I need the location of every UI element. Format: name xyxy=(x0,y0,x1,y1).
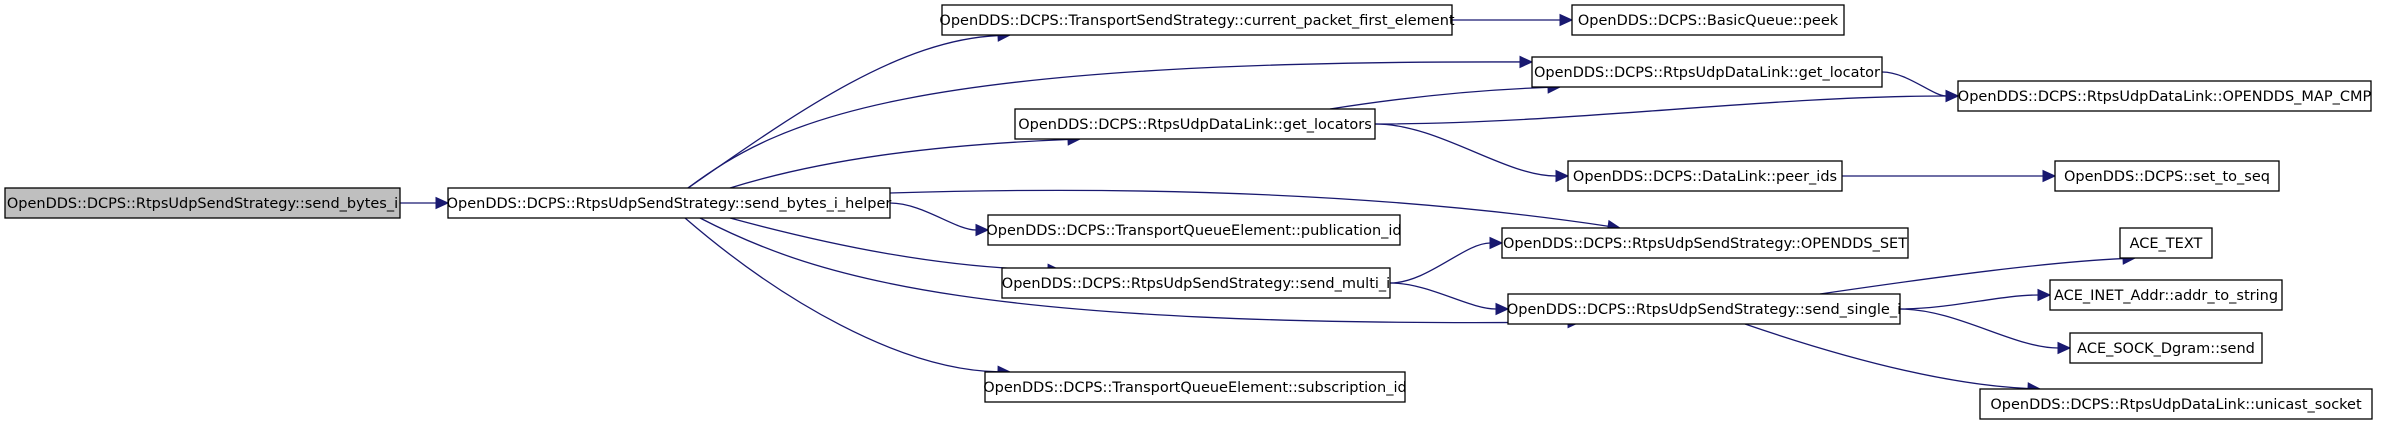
nodes-layer: OpenDDS::DCPS::RtpsUdpSendStrategy::send… xyxy=(4,4,2373,420)
node-box xyxy=(1531,56,1883,88)
node-label: OpenDDS::DCPS::RtpsUdpSendStrategy::send… xyxy=(1507,302,1901,318)
node-box xyxy=(941,4,1453,36)
arrowhead-send_multi-to-send_single xyxy=(1495,302,1510,316)
node-opendds-set[interactable]: OpenDDS::DCPS::RtpsUdpSendStrategy::OPEN… xyxy=(1501,227,1909,259)
arrowhead-send_single-to-sock_send xyxy=(2057,341,2072,355)
node-send-single[interactable]: OpenDDS::DCPS::RtpsUdpSendStrategy::send… xyxy=(1507,293,1901,325)
node-cur-pkt[interactable]: OpenDDS::DCPS::TransportSendStrategy::cu… xyxy=(939,4,1455,36)
node-label: OpenDDS::DCPS::DataLink::peer_ids xyxy=(1573,169,1837,185)
node-box xyxy=(984,371,1406,403)
node-box xyxy=(1501,227,1909,259)
edge-send_multi-to-opendds_set xyxy=(1389,242,1491,284)
node-label: ACE_SOCK_Dgram::send xyxy=(2077,341,2255,357)
node-box xyxy=(447,187,891,219)
node-root: OpenDDS::DCPS::RtpsUdpSendStrategy::send… xyxy=(4,187,401,219)
node-box xyxy=(987,214,1401,246)
node-box xyxy=(1957,80,2372,112)
edge-get_locators-to-get_locator xyxy=(1329,86,1549,110)
node-ace-text[interactable]: ACE_TEXT xyxy=(2119,227,2213,259)
edge-send_single-to-sock_send xyxy=(1899,308,2059,349)
node-label: OpenDDS::DCPS::RtpsUdpDataLink::unicast_… xyxy=(1990,397,2362,413)
node-box xyxy=(2069,332,2263,364)
edge-send_multi-to-send_single xyxy=(1389,282,1497,310)
arrowhead-get_locators-to-peer_ids xyxy=(1555,169,1570,183)
node-sock-send[interactable]: ACE_SOCK_Dgram::send xyxy=(2069,332,2263,364)
edge-helper-to-get_locators xyxy=(729,138,1069,189)
node-send-multi[interactable]: OpenDDS::DCPS::RtpsUdpSendStrategy::send… xyxy=(1001,267,1391,299)
node-box xyxy=(1571,4,1845,36)
node-box xyxy=(1507,293,1901,325)
node-peek[interactable]: OpenDDS::DCPS::BasicQueue::peek xyxy=(1571,4,1845,36)
node-box xyxy=(1979,388,2373,420)
node-unicast[interactable]: OpenDDS::DCPS::RtpsUdpDataLink::unicast_… xyxy=(1979,388,2373,420)
node-label: OpenDDS::DCPS::TransportSendStrategy::cu… xyxy=(939,13,1454,29)
node-box xyxy=(1014,108,1376,140)
edge-helper-to-opendds_set xyxy=(889,189,1609,227)
edge-helper-to-pub_id xyxy=(889,202,977,231)
edge-send_single-to-ace_text xyxy=(1819,257,2124,295)
node-label: OpenDDS::DCPS::RtpsUdpSendStrategy::send… xyxy=(7,196,398,212)
edge-get_locators-to-map_cmp xyxy=(1374,95,1947,125)
node-label: OpenDDS::DCPS::BasicQueue::peek xyxy=(1578,13,1839,29)
node-box xyxy=(4,187,401,219)
edge-helper-to-cur_pkt xyxy=(687,34,999,189)
arrowhead-cur_pkt-to-peek xyxy=(1559,13,1574,27)
node-label: ACE_INET_Addr::addr_to_string xyxy=(2054,288,2278,304)
arrowhead-root-to-helper xyxy=(435,196,450,210)
node-label: OpenDDS::DCPS::RtpsUdpDataLink::get_loca… xyxy=(1018,117,1372,133)
node-box xyxy=(2119,227,2213,259)
node-label: OpenDDS::DCPS::RtpsUdpDataLink::OPENDDS_… xyxy=(1958,89,2372,105)
node-box xyxy=(2049,279,2283,311)
node-pub-id[interactable]: OpenDDS::DCPS::TransportQueueElement::pu… xyxy=(986,214,1402,246)
node-box xyxy=(1001,267,1391,299)
node-label: OpenDDS::DCPS::RtpsUdpSendStrategy::send… xyxy=(447,196,892,212)
node-addr-to-string[interactable]: ACE_INET_Addr::addr_to_string xyxy=(2049,279,2283,311)
edge-send_single-to-addr_to_string xyxy=(1899,294,2039,310)
node-map-cmp[interactable]: OpenDDS::DCPS::RtpsUdpDataLink::OPENDDS_… xyxy=(1957,80,2372,112)
node-label: OpenDDS::DCPS::RtpsUdpSendStrategy::send… xyxy=(1002,276,1390,292)
edge-helper-to-get_locator xyxy=(687,61,1521,189)
node-label: OpenDDS::DCPS::TransportQueueElement::su… xyxy=(983,380,1406,396)
edge-helper-to-sub_id xyxy=(684,217,999,373)
edge-helper-to-send_single xyxy=(699,217,1569,324)
arrowhead-helper-to-pub_id xyxy=(975,223,990,237)
node-get-locators[interactable]: OpenDDS::DCPS::RtpsUdpDataLink::get_loca… xyxy=(1014,108,1376,140)
arrowhead-get_locators-to-map_cmp xyxy=(1945,89,1960,103)
edge-get_locator-to-map_cmp xyxy=(1881,71,1947,97)
node-get-locator[interactable]: OpenDDS::DCPS::RtpsUdpDataLink::get_loca… xyxy=(1531,56,1883,88)
edge-get_locators-to-peer_ids xyxy=(1374,123,1557,177)
node-label: OpenDDS::DCPS::set_to_seq xyxy=(2064,169,2270,185)
node-set-to-seq[interactable]: OpenDDS::DCPS::set_to_seq xyxy=(2054,160,2280,192)
node-sub-id[interactable]: OpenDDS::DCPS::TransportQueueElement::su… xyxy=(983,371,1407,403)
arrowhead-peer_ids-to-set_to_seq xyxy=(2042,169,2057,183)
node-box xyxy=(1567,160,1843,192)
arrowhead-helper-to-get_locator xyxy=(1519,55,1534,69)
node-box xyxy=(2054,160,2280,192)
node-helper[interactable]: OpenDDS::DCPS::RtpsUdpSendStrategy::send… xyxy=(447,187,892,219)
node-label: OpenDDS::DCPS::TransportQueueElement::pu… xyxy=(986,223,1401,239)
node-label: ACE_TEXT xyxy=(2130,236,2203,252)
node-peer-ids[interactable]: OpenDDS::DCPS::DataLink::peer_ids xyxy=(1567,160,1843,192)
arrowhead-send_single-to-addr_to_string xyxy=(2037,288,2052,302)
node-label: OpenDDS::DCPS::RtpsUdpDataLink::get_loca… xyxy=(1534,65,1880,81)
arrowhead-send_multi-to-opendds_set xyxy=(1489,236,1504,250)
edge-send_single-to-unicast xyxy=(1744,323,2029,390)
node-label: OpenDDS::DCPS::RtpsUdpSendStrategy::OPEN… xyxy=(1503,236,1907,252)
